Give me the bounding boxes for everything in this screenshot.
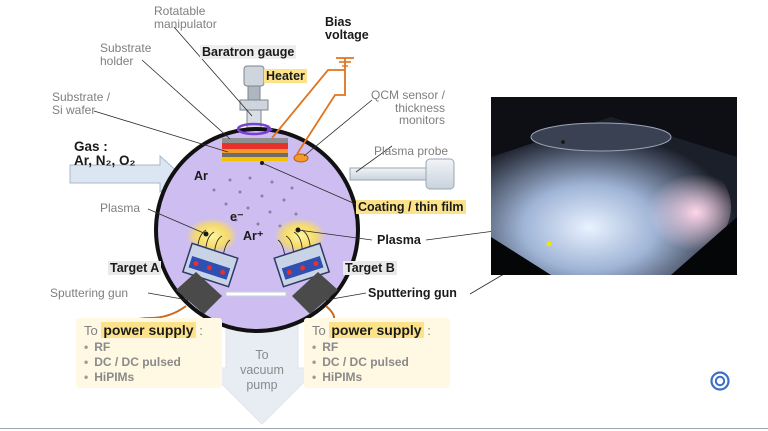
gas-title: Gas :	[74, 139, 108, 154]
vacuum-chamber	[154, 127, 360, 333]
sputtering-gun-left-label: Sputtering gun	[50, 287, 128, 300]
list-item: HiPIMs	[84, 370, 214, 385]
baratron-gauge-text: Baratron gauge	[200, 45, 297, 59]
coating-film	[222, 157, 288, 161]
vacuum-pump-line-2: vacuum	[240, 363, 284, 377]
heater-text: Heater	[264, 69, 307, 83]
logo-icon	[710, 371, 730, 391]
ground-icon	[336, 57, 354, 70]
vacuum-pump-line-3: pump	[246, 378, 278, 392]
qcm-sensor	[293, 153, 309, 163]
plasma-right-text: Plasma	[377, 233, 421, 247]
ar-label: Ar	[194, 169, 208, 183]
electron-label: e⁻	[230, 210, 244, 224]
power-supply-right-highlight: power supply	[329, 322, 424, 338]
vacuum-pump-line-1: To	[255, 348, 269, 362]
qcm-sensor-line-1: QCM sensor /	[371, 88, 446, 102]
list-item: HiPIMs	[312, 370, 442, 385]
rotation-arrow-icon	[236, 122, 273, 136]
rotatable-manipulator-label: Rotatable manipulator	[154, 5, 217, 30]
power-supply-right-box: To power supply : RF DC / DC pulsed HiPI…	[304, 318, 450, 388]
substrate-wafer-line-2: Si wafer	[52, 102, 96, 117]
vacuum-pump-arrow	[204, 317, 320, 425]
target-a-label: Target A	[108, 261, 162, 275]
plasma-left-text: Plasma	[100, 201, 141, 215]
bias-voltage-label: Bias voltage	[325, 15, 369, 43]
plasma-left-label: Plasma	[100, 202, 140, 215]
substrate-holder-line-1: Substrate	[100, 41, 152, 55]
chamber-photo	[491, 97, 737, 275]
sputtering-gun-right	[292, 272, 338, 314]
power-supply-left-prefix: To	[84, 323, 98, 338]
gas-species: Ar, N₂, O₂	[74, 153, 136, 169]
substrate-wafer-label: Substrate / Si wafer	[52, 91, 110, 116]
power-supply-right-prefix: To	[312, 323, 326, 338]
power-supply-left-title: To power supply :	[84, 322, 214, 338]
leader-dots	[203, 161, 301, 237]
substrate-holder-label: Substrate holder	[100, 42, 151, 67]
power-supply-right-title: To power supply :	[312, 322, 442, 338]
substrate-holder-line-2: holder	[100, 53, 134, 68]
bias-voltage-line-2: voltage	[325, 28, 369, 43]
target-b-label: Target B	[343, 261, 397, 275]
power-supply-left-highlight: power supply	[101, 322, 196, 338]
list-item: RF	[84, 340, 214, 355]
heater-label: Heater	[264, 69, 307, 83]
substrate-wafer-line-1: Substrate /	[52, 90, 111, 104]
sputtering-gun-left	[176, 272, 222, 314]
plasma-probe-text: Plasma probe	[374, 144, 449, 158]
qcm-sensor-line-2: thickness	[394, 100, 446, 115]
rotatable-manipulator-line-2: manipulator	[154, 16, 217, 31]
target-a-text: Target A	[108, 261, 162, 275]
list-item: RF	[312, 340, 442, 355]
sputtering-gun-right-label: Sputtering gun	[368, 286, 457, 300]
substrate-assembly	[222, 138, 288, 161]
power-supply-left-box: To power supply : RF DC / DC pulsed HiPI…	[76, 318, 222, 388]
rotatable-manipulator-line-1: Rotatable	[154, 4, 206, 18]
qcm-sensor-line-3: monitors	[399, 113, 446, 128]
electron-text: e⁻	[230, 210, 244, 224]
plasma-probe	[349, 158, 455, 190]
ar-ion-label: Ar⁺	[243, 229, 264, 243]
list-item: DC / DC pulsed	[312, 355, 442, 370]
sputtering-gun-right-text: Sputtering gun	[368, 286, 457, 300]
power-supply-right-list: RF DC / DC pulsed HiPIMs	[312, 340, 442, 385]
bias-voltage-line-1: Bias	[325, 15, 352, 29]
bottom-divider	[0, 428, 768, 429]
plasma-probe-label: Plasma probe	[374, 145, 448, 158]
bias-wire-2	[296, 70, 346, 155]
bias-wire	[271, 69, 345, 139]
gas-label: Gas : Ar, N₂, O₂	[74, 139, 136, 169]
list-item: DC / DC pulsed	[84, 355, 214, 370]
vacuum-pump-label: To vacuum pump	[222, 348, 302, 393]
sputtering-gun-left-text: Sputtering gun	[50, 286, 129, 300]
ar-ion-text: Ar⁺	[243, 229, 264, 243]
coating-label: Coating / thin film	[356, 200, 466, 214]
power-supply-left-suffix: :	[199, 323, 203, 338]
target-b-text: Target B	[343, 261, 397, 275]
baratron-gauge-label: Baratron gauge	[200, 45, 297, 59]
qcm-sensor-label: QCM sensor / thickness monitors	[371, 89, 445, 127]
heater-element	[222, 143, 288, 149]
power-supply-right-suffix: :	[427, 323, 431, 338]
pump-port	[225, 291, 287, 297]
baratron-gauge	[239, 65, 269, 129]
power-supply-left-list: RF DC / DC pulsed HiPIMs	[84, 340, 214, 385]
ar-text: Ar	[194, 169, 208, 183]
substrate-wafer	[222, 153, 288, 157]
coating-text: Coating / thin film	[356, 200, 466, 214]
plasma-right-label: Plasma	[377, 233, 421, 247]
